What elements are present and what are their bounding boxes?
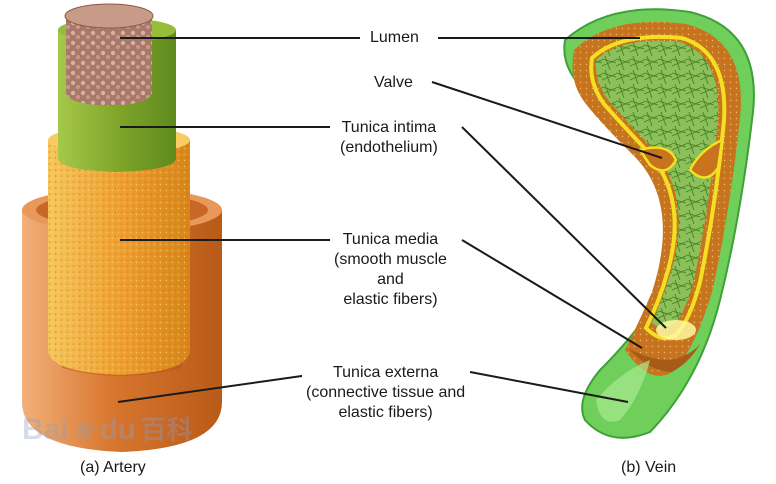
label-tunica-intima-title: Tunica intima xyxy=(341,119,437,136)
label-valve: Valve xyxy=(370,73,417,93)
caption-artery: (a) Artery xyxy=(80,459,146,476)
label-valve-text: Valve xyxy=(374,74,413,91)
leader-media-vein xyxy=(461,239,643,349)
vein-lumen xyxy=(595,40,719,331)
label-tunica-media-sub3: elastic fibers) xyxy=(343,291,438,308)
label-tunica-externa-sub1: (connective tissue and xyxy=(306,384,466,401)
label-tunica-externa: Tunica externa (connective tissue and el… xyxy=(302,363,470,423)
label-tunica-media: Tunica media (smooth muscle and elastic … xyxy=(330,230,451,310)
label-lumen-text: Lumen xyxy=(370,29,419,46)
watermark-text-mid: du xyxy=(99,413,137,446)
leader-externa-artery xyxy=(117,371,331,403)
vein-illustration xyxy=(563,8,755,439)
leader-lines xyxy=(117,37,667,403)
label-tunica-externa-title: Tunica externa xyxy=(332,364,439,381)
leader-externa-vein xyxy=(469,371,629,403)
label-tunica-media-title: Tunica media xyxy=(342,231,439,248)
leader-valve xyxy=(431,81,663,159)
label-tunica-intima-sub: (endothelium) xyxy=(340,139,438,156)
label-tunica-media-sub1: (smooth muscle xyxy=(334,251,447,268)
label-tunica-externa-sub2: elastic fibers) xyxy=(338,404,433,421)
artery-illustration xyxy=(22,3,222,452)
label-tunica-media-sub2: and xyxy=(377,271,404,288)
vein-endothelium-highlight xyxy=(656,320,696,340)
paw-icon: ❀ xyxy=(73,415,95,445)
watermark-text-left: Bai xyxy=(22,413,69,446)
label-lumen: Lumen xyxy=(366,28,423,48)
leader-intima-vein xyxy=(461,126,667,329)
artery-lumen xyxy=(64,3,154,106)
baidu-watermark: Bai ❀ du 百科 xyxy=(22,410,193,447)
label-tunica-intima: Tunica intima (endothelium) xyxy=(336,118,442,158)
watermark-text-right: 百科 xyxy=(140,416,193,446)
caption-vein: (b) Vein xyxy=(621,459,677,476)
